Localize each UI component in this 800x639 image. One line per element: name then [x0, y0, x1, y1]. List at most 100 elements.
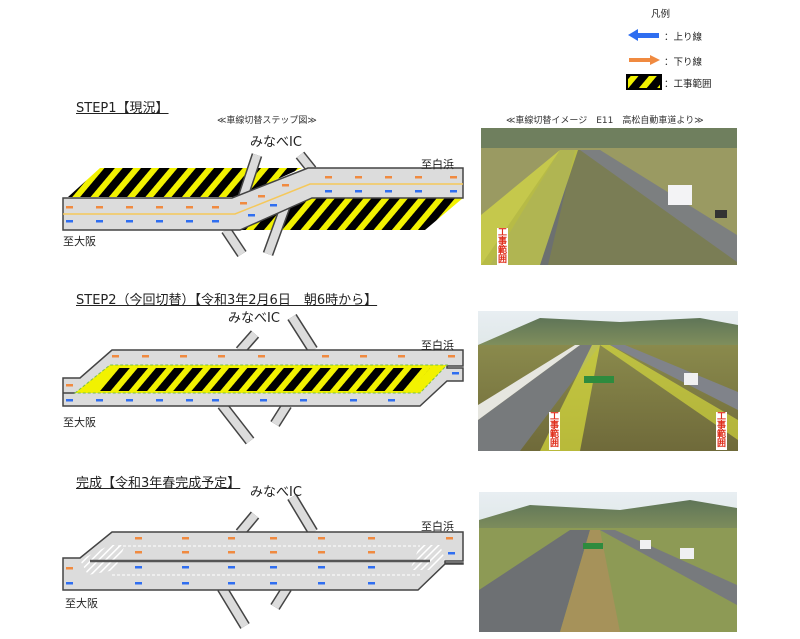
outbound-lane-arrow	[368, 537, 375, 540]
inbound-lane-arrow	[156, 220, 163, 223]
outbound-lane-arrow	[398, 355, 405, 358]
inbound-lane-arrow	[182, 582, 189, 585]
step2-ic-label: みなべIC	[228, 311, 280, 326]
outbound-lane-arrow	[66, 384, 73, 387]
outbound-lane-arrow	[282, 184, 289, 187]
photo-step1	[481, 128, 737, 265]
photo-step2	[478, 311, 738, 451]
photo1-construction-label: 工事範囲	[497, 228, 508, 266]
photo2-construction-label-right: 工事範囲	[716, 412, 727, 450]
outbound-lane-arrow	[448, 355, 455, 358]
step1-west-label: 至大阪	[63, 235, 96, 248]
step2-east-label: 至白浜	[421, 339, 454, 352]
outbound-lane-arrow	[360, 355, 367, 358]
inbound-lane-arrow	[260, 399, 267, 402]
step1-diagram	[62, 151, 464, 258]
inbound-lane-arrow	[368, 582, 375, 585]
inbound-lane-arrow	[318, 566, 325, 569]
outbound-lane-arrow	[258, 355, 265, 358]
outbound-lane-arrow	[228, 537, 235, 540]
outbound-lane-arrow	[258, 195, 265, 198]
inbound-lane-arrow	[126, 220, 133, 223]
inbound-lane-arrow	[186, 220, 193, 223]
outbound-lane-arrow	[446, 537, 453, 540]
step3-east-label: 至白浜	[421, 520, 454, 533]
blue-left-arrow-icon	[628, 29, 659, 41]
step2-west-label: 至大阪	[63, 416, 96, 429]
legend-label-inbound: ：上り線	[664, 32, 703, 43]
outbound-lane-arrow	[218, 355, 225, 358]
inbound-lane-arrow	[96, 399, 103, 402]
legend-label-outbound: ：下り線	[664, 57, 703, 68]
outbound-lane-arrow	[368, 551, 375, 554]
inbound-lane-arrow	[325, 190, 332, 193]
inbound-lane-arrow	[350, 399, 357, 402]
inbound-lane-arrow	[452, 372, 459, 375]
inbound-lane-arrow	[66, 582, 73, 585]
inbound-lane-arrow	[448, 552, 455, 555]
ramp	[237, 331, 258, 354]
inbound-lane-arrow	[126, 399, 133, 402]
outbound-lane-arrow	[240, 202, 247, 205]
inbound-lane-arrow	[66, 399, 73, 402]
inbound-lane-arrow	[156, 399, 163, 402]
outbound-lane-arrow	[212, 206, 219, 209]
ramp	[288, 314, 317, 353]
outbound-lane-arrow	[322, 355, 329, 358]
outbound-lane-arrow	[318, 537, 325, 540]
outbound-lane-arrow	[126, 206, 133, 209]
inbound-lane-arrow	[318, 582, 325, 585]
inbound-lane-arrow	[135, 582, 142, 585]
outbound-lane-arrow	[450, 176, 457, 179]
step3-ic-label: みなべIC	[250, 485, 302, 500]
outbound-lane-arrow	[228, 551, 235, 554]
inbound-lane-arrow	[368, 566, 375, 569]
inbound-lane-arrow	[415, 190, 422, 193]
step3-title: 完成【令和3年春完成予定】	[76, 476, 241, 491]
inbound-lane-arrow	[270, 582, 277, 585]
inbound-lane-arrow	[385, 190, 392, 193]
inbound-lane-arrow	[212, 220, 219, 223]
ramp	[271, 402, 291, 427]
photo-step3	[479, 492, 737, 632]
outbound-lane-arrow	[182, 537, 189, 540]
outbound-lane-arrow	[270, 537, 277, 540]
diagram-caption: ≪車線切替ステップ図≫	[217, 116, 317, 126]
step3-diagram	[62, 494, 464, 629]
outbound-lane-arrow	[186, 206, 193, 209]
inbound-lane-arrow	[96, 220, 103, 223]
ramp	[218, 402, 254, 444]
outbound-lane-arrow	[415, 176, 422, 179]
construction-hatch-icon	[626, 74, 662, 90]
outbound-lane-arrow	[96, 206, 103, 209]
inbound-lane-arrow	[182, 566, 189, 569]
inbound-lane-arrow	[450, 190, 457, 193]
inbound-lane-arrow	[228, 566, 235, 569]
inbound-lane-arrow	[270, 204, 277, 207]
orange-right-arrow-icon	[629, 55, 660, 65]
outbound-lane-arrow	[385, 176, 392, 179]
inbound-lane-arrow	[300, 399, 307, 402]
step3-west-label: 至大阪	[65, 597, 98, 610]
outbound-lane-arrow	[270, 551, 277, 554]
inbound-lane-arrow	[212, 399, 219, 402]
lane-arrow-marks	[66, 176, 459, 585]
photo-caption: ≪車線切替イメージ E11 高松自動車道より≫	[506, 116, 704, 126]
inbound-lane-arrow	[135, 566, 142, 569]
outbound-lane-arrow	[66, 206, 73, 209]
step1-east-label: 至白浜	[421, 158, 454, 171]
inbound-lane-arrow	[186, 399, 193, 402]
inbound-lane-arrow	[248, 214, 255, 217]
outbound-lane-arrow	[66, 567, 73, 570]
outbound-lane-arrow	[318, 551, 325, 554]
outbound-lane-arrow	[112, 355, 119, 358]
outbound-lane-arrow	[355, 176, 362, 179]
step2-title: STEP2（今回切替）【令和3年2月6日 朝6時から】	[76, 293, 378, 308]
outbound-lane-arrow	[182, 551, 189, 554]
inbound-lane-arrow	[270, 566, 277, 569]
inbound-lane-arrow	[388, 399, 395, 402]
ramp	[236, 512, 259, 536]
inbound-lane-arrow	[66, 220, 73, 223]
step2-diagram	[62, 314, 464, 445]
